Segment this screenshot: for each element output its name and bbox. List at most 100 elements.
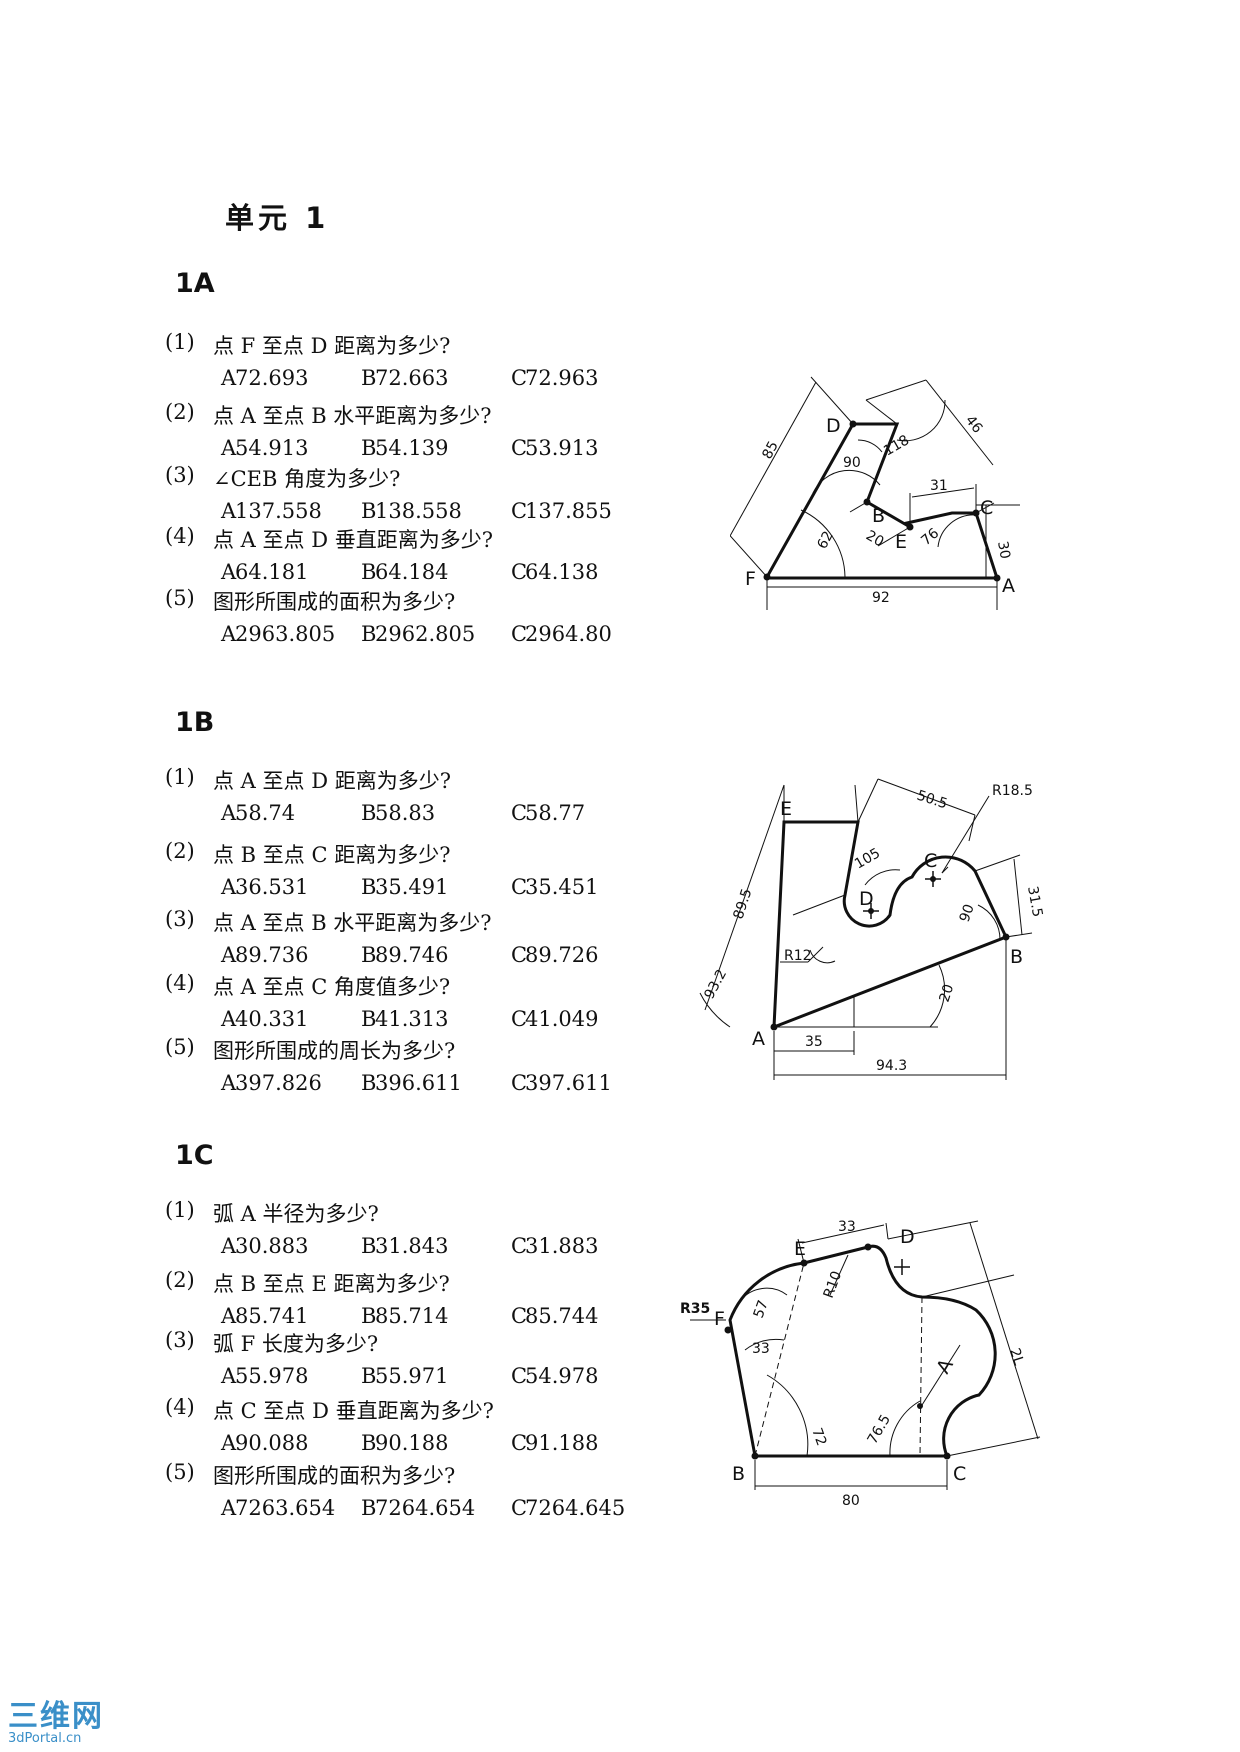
answer-option-b[interactable]: B72.663 [361,366,448,390]
answer-option-c[interactable]: C31.883 [511,1234,598,1258]
fig1c-dim-76-5: 76.5 [865,1412,894,1447]
option-letter: B [361,943,377,967]
option-value: 58.83 [375,801,436,825]
option-value: 30.883 [235,1234,309,1258]
answer-option-c[interactable]: C137.855 [511,499,612,523]
option-value: 64.184 [375,560,449,584]
option-value: 72.693 [235,366,309,390]
answer-option-c[interactable]: C85.744 [511,1304,598,1328]
fig1c-dim-80: 80 [842,1493,860,1509]
answer-option-b[interactable]: B138.558 [361,499,462,523]
question-text: 弧 F 长度为多少? [213,1332,379,1356]
answer-option-c[interactable]: C64.138 [511,560,598,584]
answer-option-b[interactable]: B7264.654 [361,1496,475,1520]
question-number: (1) [165,765,195,789]
answer-option-a[interactable]: A2963.805 [221,622,335,646]
fig1b-point-e: E [780,798,792,820]
option-value: 58.77 [525,801,586,825]
figure-1b-drawing: E C D A B 50.5 R18.5 105 89.5 31.5 90 R1… [699,778,1045,1080]
answer-option-c[interactable]: C41.049 [511,1007,598,1031]
option-letter: A [221,1496,237,1520]
answer-option-b[interactable]: B90.188 [361,1431,448,1455]
option-value: 7264.645 [525,1496,626,1520]
answer-option-b[interactable]: B89.746 [361,943,448,967]
answer-option-a[interactable]: A397.826 [221,1071,322,1095]
answer-option-b[interactable]: B58.83 [361,801,435,825]
question-number: (1) [165,1198,195,1222]
section-title-1c: 1C [175,1140,214,1171]
answer-option-c[interactable]: C397.611 [511,1071,612,1095]
option-value: 35.451 [525,875,599,899]
answer-option-b[interactable]: B55.971 [361,1364,448,1388]
answer-option-a[interactable]: A40.331 [221,1007,308,1031]
figure-1a-drawing: D B C E F A 85 46 90 118 31 20 62 76 30 … [724,376,1020,610]
answer-option-a[interactable]: A55.978 [221,1364,308,1388]
answer-option-c[interactable]: C72.963 [511,366,598,390]
question-number: (3) [165,907,195,931]
question-number: (3) [165,1328,195,1352]
question-number: (5) [165,586,195,610]
answer-option-c[interactable]: C58.77 [511,801,585,825]
option-letter: B [361,622,377,646]
answer-option-a[interactable]: A72.693 [221,366,308,390]
answer-option-a[interactable]: A89.736 [221,943,308,967]
answer-option-c[interactable]: C89.726 [511,943,598,967]
question-number: (1) [165,330,195,354]
option-value: 35.491 [375,875,449,899]
fig1b-dim-20: 20 [937,982,958,1004]
option-value: 89.726 [525,943,599,967]
answer-option-a[interactable]: A58.74 [221,801,295,825]
fig1c-point-f: F [714,1308,725,1330]
answer-option-a[interactable]: A7263.654 [221,1496,335,1520]
answer-option-b[interactable]: B41.313 [361,1007,448,1031]
answer-option-b[interactable]: B31.843 [361,1234,448,1258]
option-value: 137.855 [525,499,612,523]
option-value: 89.736 [235,943,309,967]
option-value: 137.558 [235,499,322,523]
option-letter: B [361,1007,377,1031]
answer-option-c[interactable]: C7264.645 [511,1496,625,1520]
option-value: 41.313 [375,1007,449,1031]
option-value: 58.74 [235,801,296,825]
answer-option-c[interactable]: C91.188 [511,1431,598,1455]
answer-option-c[interactable]: C53.913 [511,436,598,460]
question-number: (2) [165,1268,195,1292]
answer-option-c[interactable]: C54.978 [511,1364,598,1388]
answer-option-b[interactable]: B396.611 [361,1071,462,1095]
answer-option-a[interactable]: A85.741 [221,1304,308,1328]
answer-option-b[interactable]: B35.491 [361,875,448,899]
option-letter: A [221,499,237,523]
fig1a-point-d: D [826,415,841,437]
answer-option-c[interactable]: C35.451 [511,875,598,899]
option-letter: C [511,1496,528,1520]
option-letter: A [221,560,237,584]
fig1b-dim-r12: R12 [784,948,812,964]
option-value: 36.531 [235,875,309,899]
question-text: ∠CEB 角度为多少? [213,467,401,491]
answer-option-b[interactable]: B64.184 [361,560,448,584]
answer-option-a[interactable]: A137.558 [221,499,322,523]
question-text: 点 A 至点 B 水平距离为多少? [213,404,492,428]
answer-option-b[interactable]: B2962.805 [361,622,475,646]
section-title-1a: 1A [175,268,215,299]
fig1a-point-b: B [872,505,885,527]
answer-option-b[interactable]: B85.714 [361,1304,448,1328]
answer-option-a[interactable]: A54.913 [221,436,308,460]
option-value: 85.741 [235,1304,309,1328]
answer-option-c[interactable]: C2964.80 [511,622,612,646]
fig1b-dim-31-5: 31.5 [1024,885,1045,918]
fig1a-dim-30: 30 [994,540,1013,560]
answer-option-a[interactable]: A90.088 [221,1431,308,1455]
answer-option-b[interactable]: B54.139 [361,436,448,460]
question-number: (2) [165,400,195,424]
question-text: 点 A 至点 C 角度值多少? [213,975,451,999]
answer-option-a[interactable]: A36.531 [221,875,308,899]
option-value: 396.611 [375,1071,462,1095]
fig1a-dim-118: 118 [881,432,912,459]
fig1a-dim-62: 62 [814,529,836,552]
option-value: 31.883 [525,1234,599,1258]
answer-option-a[interactable]: A64.181 [221,560,308,584]
option-letter: C [511,943,528,967]
question-number: (4) [165,971,195,995]
answer-option-a[interactable]: A30.883 [221,1234,308,1258]
